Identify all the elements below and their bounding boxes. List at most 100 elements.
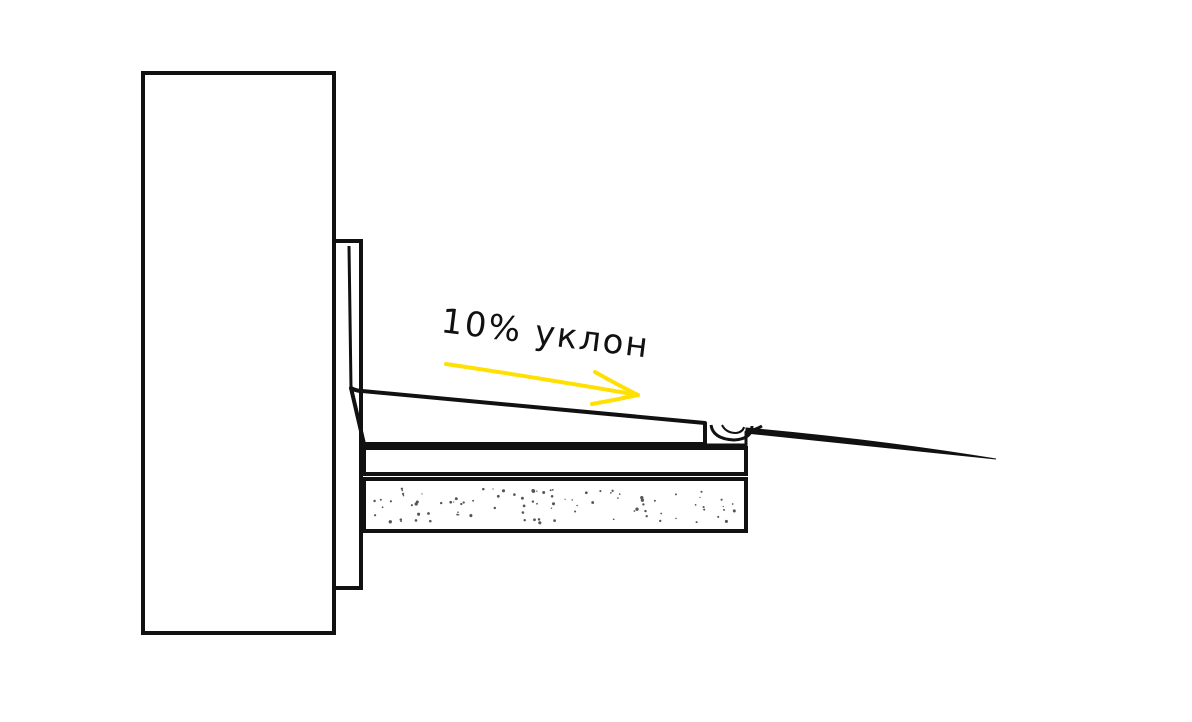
concrete-speck <box>551 502 556 506</box>
concrete-speck <box>482 487 485 491</box>
concrete-speck <box>429 519 432 523</box>
concrete-speck <box>733 510 736 513</box>
concrete-speck <box>720 498 723 501</box>
concrete-speck <box>400 520 402 523</box>
concrete-speck <box>414 519 418 522</box>
concrete-speck <box>492 488 494 490</box>
concrete-speck <box>531 489 535 493</box>
concrete-speck <box>717 515 720 518</box>
slope-arrow <box>444 362 640 406</box>
concrete-speck <box>417 512 421 516</box>
concrete-speck <box>584 491 588 495</box>
concrete-speck <box>550 495 554 498</box>
concrete-speck <box>722 505 724 508</box>
concrete-speck <box>536 490 538 492</box>
concrete-speck <box>699 496 701 499</box>
concrete-speck <box>389 500 393 503</box>
concrete-speck <box>553 519 556 522</box>
concrete-speck <box>617 497 619 499</box>
concrete-speck <box>460 502 463 506</box>
concrete-speck <box>457 511 459 513</box>
concrete-speck <box>633 510 636 512</box>
concrete-speck <box>576 504 578 507</box>
concrete-speck <box>723 508 725 511</box>
concrete-speck <box>644 509 647 513</box>
concrete-speck <box>538 521 542 525</box>
concrete-speck <box>618 493 621 495</box>
concrete-speck <box>591 501 595 504</box>
concrete-speck <box>415 500 419 504</box>
concrete-layer <box>362 477 748 533</box>
wall <box>141 71 336 635</box>
concrete-speck <box>496 494 500 498</box>
concrete-texture <box>373 487 736 525</box>
concrete-speck <box>402 494 405 497</box>
concrete-speck <box>640 495 644 500</box>
concrete-speck <box>381 506 384 509</box>
concrete-speck <box>454 497 458 501</box>
concrete-speck <box>702 505 705 509</box>
concrete-speck <box>724 519 728 523</box>
concrete-speck <box>373 499 376 503</box>
concrete-speck <box>400 487 404 490</box>
concrete-speck <box>574 510 577 513</box>
concrete-speck <box>660 512 663 515</box>
concrete-speck <box>537 518 541 521</box>
concrete-speck <box>374 514 377 517</box>
concrete-speck <box>542 491 546 494</box>
concrete-speck <box>379 498 382 501</box>
wall-membrane <box>347 245 353 389</box>
concrete-speck <box>513 493 516 496</box>
concrete-speck <box>421 493 423 495</box>
concrete-speck <box>694 504 697 506</box>
concrete-speck <box>703 508 706 511</box>
concrete-speck <box>501 489 506 493</box>
slope-arrow-shaft <box>444 362 640 397</box>
concrete-speck <box>533 518 536 522</box>
base-slab <box>362 446 748 476</box>
concrete-speck <box>401 489 404 492</box>
concrete-speck <box>536 502 538 505</box>
concrete-speck <box>439 501 443 505</box>
concrete-speck <box>659 519 662 523</box>
concrete-speck <box>550 507 553 509</box>
concrete-speck <box>410 504 413 507</box>
concrete-speck <box>472 499 475 502</box>
concrete-speck <box>456 513 459 516</box>
concrete-speck <box>401 492 405 496</box>
concrete-speck <box>564 498 566 500</box>
concrete-speck <box>642 503 645 506</box>
concrete-speck <box>635 507 639 511</box>
concrete-speck <box>399 518 403 521</box>
concrete-speck <box>427 512 430 515</box>
concrete-speck <box>388 520 392 524</box>
concrete-speck <box>695 521 698 524</box>
concrete-speck <box>469 514 473 518</box>
concrete-speck <box>611 489 614 492</box>
concrete-speck <box>640 498 645 502</box>
concrete-speck <box>674 493 677 496</box>
concrete-speck <box>731 503 734 505</box>
concrete-speck <box>531 500 535 503</box>
concrete-speck <box>675 517 677 520</box>
concrete-speck <box>700 490 703 493</box>
concrete-speck <box>612 518 615 521</box>
sloped-screed <box>349 386 707 446</box>
wall-board <box>332 239 363 590</box>
concrete-speck <box>449 500 453 504</box>
drip-edge-inner <box>721 424 745 435</box>
concrete-speck <box>462 501 465 504</box>
concrete-speck <box>551 488 554 491</box>
concrete-speck <box>653 499 656 502</box>
ground-line <box>745 427 997 460</box>
slope-label: 10% уклон <box>439 301 652 366</box>
concrete-speck <box>457 513 460 516</box>
slope-arrow-head <box>590 370 640 406</box>
concrete-speck <box>610 492 612 494</box>
concrete-speck <box>453 501 455 503</box>
concrete-speck <box>549 489 552 492</box>
concrete-speck <box>493 506 497 510</box>
concrete-speck <box>521 511 525 514</box>
concrete-speck <box>522 504 526 508</box>
